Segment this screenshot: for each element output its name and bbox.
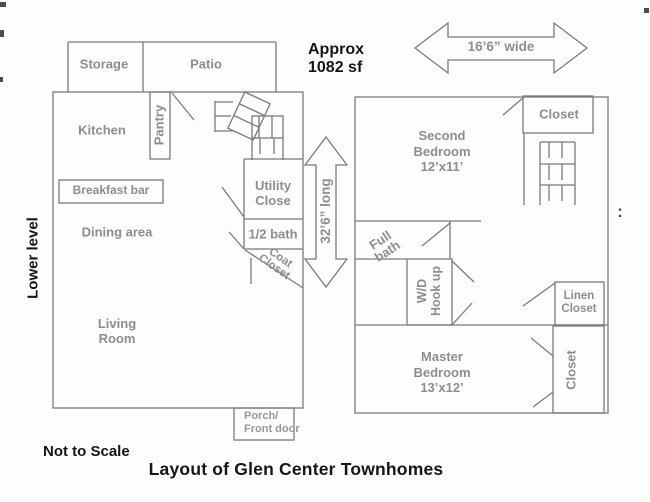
master-bedroom-label: Master Bedroom 13’x12’ xyxy=(413,348,471,395)
fullbath-door-swing xyxy=(421,222,451,247)
lower-level-label: Lower level xyxy=(24,217,42,299)
master-closet-door-swing xyxy=(532,391,554,408)
hall-door-swing xyxy=(451,260,475,283)
linen-closet-label: Linen Closet xyxy=(561,290,597,315)
utility-door-swing xyxy=(221,186,245,218)
porch-label: Porch/ Front door xyxy=(244,410,300,435)
storage-label: Storage xyxy=(79,56,129,72)
width-arrow xyxy=(413,21,589,75)
bedroom-closet-label: Closet xyxy=(539,106,579,122)
living-room-label: Living Room xyxy=(97,316,137,346)
master-closet-door-swing xyxy=(530,337,554,357)
breakfast-bar-label: Breakfast bar xyxy=(72,183,150,198)
kitchen-label: Kitchen xyxy=(78,122,126,138)
lower-stairs xyxy=(214,91,284,160)
length-dimension-label: 32’6” long xyxy=(318,178,334,244)
bedroom-door-swing xyxy=(502,96,525,116)
halfbath-door-swing xyxy=(228,231,245,250)
master-closet-label: Closet xyxy=(563,350,579,390)
linen-door-swing xyxy=(522,282,556,307)
length-arrow xyxy=(303,135,349,289)
hall-door-swing xyxy=(451,302,473,326)
second-bedroom-label: Second Bedroom 12’x11’ xyxy=(413,127,471,174)
upper-unit-walls xyxy=(354,95,609,414)
pantry-label: Pantry xyxy=(151,104,167,146)
approx-area-label: Approx 1082 sf xyxy=(308,41,364,76)
utility-closet-label: Utility Close xyxy=(254,178,292,208)
stray-colon-mark: : xyxy=(617,202,623,222)
half-bath-label: 1/2 bath xyxy=(248,226,298,242)
dining-area-label: Dining area xyxy=(81,224,153,240)
wd-hookup-label: W/D Hook up xyxy=(415,266,443,316)
not-to-scale-label: Not to Scale xyxy=(43,443,130,460)
lower-unit-walls xyxy=(52,41,304,441)
patio-label: Patio xyxy=(190,56,222,72)
upper-stairs xyxy=(539,141,576,205)
kitchen-door-swing xyxy=(171,92,195,121)
scan-artifacts xyxy=(0,2,649,82)
width-dimension-label: 16’6” wide xyxy=(467,39,535,55)
page-title: Layout of Glen Center Townhomes xyxy=(148,458,444,479)
